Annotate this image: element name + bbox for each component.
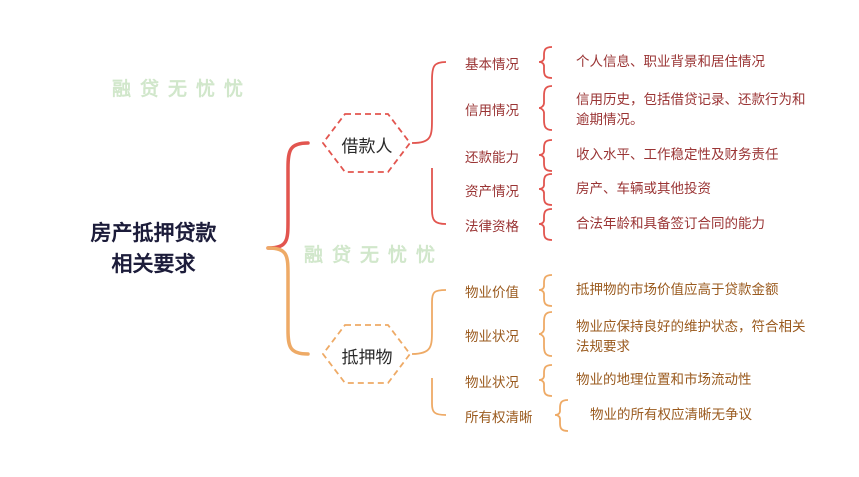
collateral-item-4-label: 所有权清晰 bbox=[465, 410, 533, 426]
borrower-brace bbox=[411, 61, 447, 225]
collateral-hexagon bbox=[321, 324, 412, 384]
branch-borrower-label: 借款人 bbox=[341, 137, 393, 157]
watermark-1: 融贷无忧忧 bbox=[112, 78, 253, 100]
collateral-item-2-desc: 物业应保持良好的维护状态，符合相关法规要求 bbox=[576, 319, 806, 355]
collateral-brace bbox=[411, 289, 447, 416]
borrower-item-3-desc: 收入水平、工作稳定性及财务责任 bbox=[576, 147, 779, 163]
root-title-line-1: 房产抵押贷款 bbox=[90, 221, 217, 245]
borrower-item-5-desc: 合法年龄和具备签订合同的能力 bbox=[576, 216, 765, 232]
root-brace-lower bbox=[266, 246, 310, 356]
root-brace-upper bbox=[266, 141, 310, 250]
item-brace-5 bbox=[538, 208, 553, 241]
item-brace-3 bbox=[538, 139, 553, 172]
item-brace-6 bbox=[538, 274, 553, 307]
collateral-item-2-label: 物业状况 bbox=[465, 329, 519, 345]
item-brace-9 bbox=[554, 399, 569, 432]
item-brace-1 bbox=[538, 46, 553, 79]
item-brace-4 bbox=[538, 173, 553, 206]
item-brace-8 bbox=[538, 364, 553, 397]
collateral-item-4-desc: 物业的所有权应清晰无争议 bbox=[590, 407, 752, 423]
collateral-item-1-desc: 抵押物的市场价值应高于贷款金额 bbox=[576, 282, 779, 298]
collateral-item-1-label: 物业价值 bbox=[465, 285, 519, 301]
borrower-item-2-desc: 信用历史，包括借贷记录、还款行为和逾期情况。 bbox=[576, 92, 806, 128]
watermark-2: 融贷无忧忧 bbox=[304, 244, 445, 266]
collateral-item-3-desc: 物业的地理位置和市场流动性 bbox=[576, 372, 752, 388]
borrower-item-4-label: 资产情况 bbox=[465, 184, 519, 200]
item-brace-2 bbox=[538, 85, 553, 131]
root-title: 房产抵押贷款 相关要求 bbox=[66, 218, 241, 280]
borrower-item-4-desc: 房产、车辆或其他投资 bbox=[576, 181, 711, 197]
borrower-item-1-desc: 个人信息、职业背景和居住情况 bbox=[576, 54, 765, 70]
root-title-line-2: 相关要求 bbox=[111, 252, 196, 276]
item-brace-7 bbox=[538, 311, 553, 357]
collateral-item-3-label: 物业状况 bbox=[465, 375, 519, 391]
borrower-item-3-label: 还款能力 bbox=[465, 150, 519, 166]
borrower-item-1-label: 基本情况 bbox=[465, 57, 519, 73]
borrower-item-2-label: 信用情况 bbox=[465, 103, 519, 119]
borrower-hexagon bbox=[321, 113, 412, 173]
branch-collateral-label: 抵押物 bbox=[341, 348, 393, 368]
borrower-item-5-label: 法律资格 bbox=[465, 219, 519, 235]
